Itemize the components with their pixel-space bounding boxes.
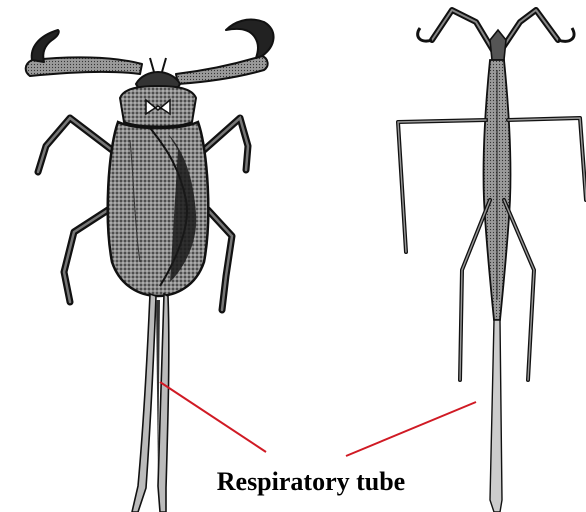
water-stick-insect-respiratory-tube [490, 320, 502, 512]
water-scorpion-antenna [150, 58, 166, 72]
pointer-line-left [160, 382, 266, 452]
respiratory-tube-pointers [160, 382, 476, 456]
water-stick-insect [398, 10, 586, 512]
water-stick-insect-head [490, 30, 506, 60]
water-scorpion-respiratory-tube [132, 294, 169, 512]
pointer-line-right [346, 402, 476, 456]
respiratory-tube-label: Respiratory tube [217, 467, 405, 496]
water-scorpion [26, 20, 274, 512]
